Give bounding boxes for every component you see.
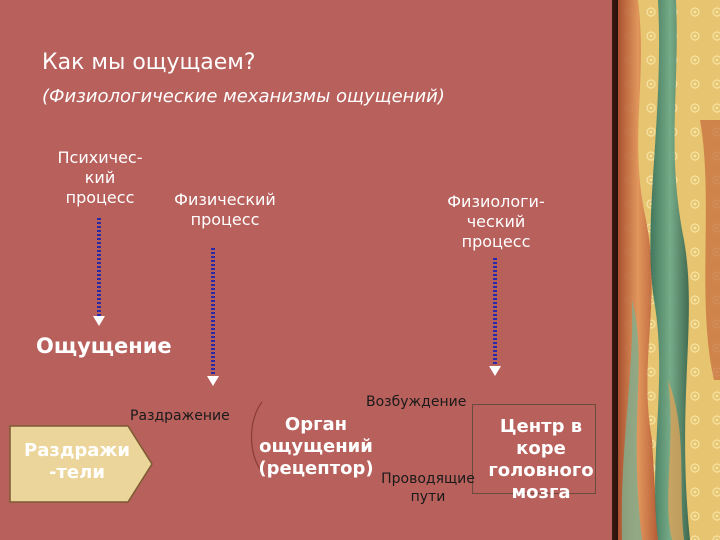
organ-line-1: Орган: [284, 414, 348, 435]
sensation-label: Ощущение: [36, 334, 172, 358]
brain-center-label: Центр в коре головного мозга: [484, 416, 598, 504]
organ-box: [254, 400, 380, 476]
brain-center-box: [472, 404, 596, 494]
stimuli-pentagon: [9, 425, 153, 503]
psychic-process-label: Психичес- кий процесс: [46, 148, 154, 208]
center-line-1: Центр в: [499, 416, 583, 437]
pathways-label: Проводящие пути: [378, 470, 478, 506]
pathways-line-1: Проводящие: [381, 471, 475, 487]
excitation-label: Возбуждение: [366, 394, 467, 410]
dotted-arrow-physical: [207, 248, 219, 386]
pathways-line-2: пути: [410, 489, 446, 505]
physical-line-2: процесс: [190, 210, 260, 229]
slide-title: Как мы ощущаем?: [42, 50, 256, 75]
decorative-fabric-border: [618, 0, 720, 540]
physiological-line-3: процесс: [461, 232, 531, 251]
psychic-line-1: Психичес-: [57, 148, 143, 167]
organ-bracket-left: [251, 401, 263, 473]
physical-process-label: Физический процесс: [162, 190, 288, 230]
stimuli-line-1: Раздражи: [24, 440, 130, 461]
dotted-arrow-physiological: [489, 258, 501, 376]
stimuli-line-2: -тели: [49, 462, 105, 483]
physiological-line-1: Физиологи-: [447, 192, 545, 211]
center-line-3: головного: [488, 460, 594, 481]
psychic-line-2: кий: [84, 168, 116, 187]
center-line-4: мозга: [511, 482, 571, 503]
physiological-line-2: ческий: [466, 212, 526, 231]
slide-subtitle: (Физиологические механизмы ощущений): [42, 86, 445, 107]
organ-line-2: ощущений: [259, 436, 373, 457]
organ-line-3: (рецептор): [258, 458, 374, 479]
dotted-arrow-psychic: [93, 218, 105, 326]
physiological-process-label: Физиологи- ческий процесс: [420, 192, 572, 252]
irritation-label: Раздражение: [130, 408, 230, 424]
sense-organ-label: Орган ощущений (рецептор): [254, 414, 378, 480]
psychic-line-3: процесс: [65, 188, 135, 207]
center-line-2: коре: [516, 438, 566, 459]
stimuli-label: Раздражи -тели: [18, 440, 136, 484]
physical-line-1: Физический: [174, 190, 276, 209]
